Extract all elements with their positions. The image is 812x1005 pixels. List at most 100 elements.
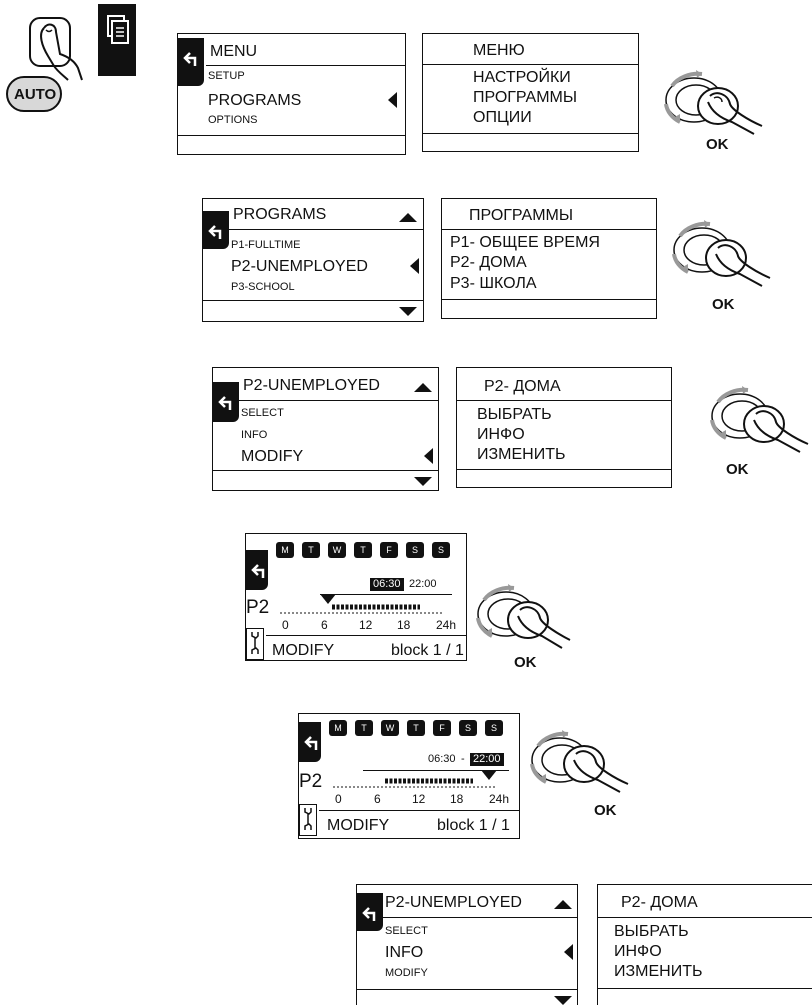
block-label: block 1 / 1 [391,643,464,659]
day-badge[interactable]: S [432,542,450,558]
divider [206,65,405,66]
day-badge[interactable]: S [406,542,424,558]
day-badge[interactable]: W [328,542,346,558]
option-item-modify[interactable]: MODIFY [385,968,428,979]
back-button[interactable] [299,722,321,762]
scroll-up-icon[interactable] [399,213,417,222]
ru-item: P3- ШКОЛА [450,276,537,292]
divider [320,594,452,595]
tick-label: 0 [335,792,342,806]
auto-button[interactable]: AUTO [6,76,62,112]
divider [423,64,638,65]
ok-label: OK [594,802,617,819]
program-item[interactable]: P2-UNEMPLOYED [231,259,368,275]
tick-label: 6 [374,792,381,806]
programs-screen: PROGRAMS P1-FULLTIME P2-UNEMPLOYED P3-SC… [202,198,424,322]
ru-title: P2- ДОМА [484,379,561,395]
selection-cursor-icon [564,944,573,960]
ru-item: ОПЦИИ [473,110,532,126]
day-badge[interactable]: T [354,542,372,558]
end-time[interactable]: 22:00 [409,579,437,590]
back-button[interactable] [357,893,383,931]
divider [319,810,519,811]
back-button[interactable] [246,550,268,590]
ru-item: ВЫБРАТЬ [477,407,552,423]
block-label: block 1 / 1 [437,818,510,834]
program-options-screen: P2-UNEMPLOYED SELECT INFO MODIFY [212,367,439,491]
menu-title: P2-UNEMPLOYED [385,895,522,911]
option-item-select[interactable]: SELECT [385,926,428,937]
menu-title: MENU [210,44,257,60]
day-badge[interactable]: W [381,720,399,736]
tick-label: 6 [321,618,328,632]
tick-label: 24h [436,618,456,632]
back-arrow-icon [216,394,236,412]
day-badge[interactable]: T [302,542,320,558]
ok-dial-icon[interactable]: OK [704,376,812,486]
scroll-down-icon[interactable] [399,307,417,316]
scroll-up-icon[interactable] [414,383,432,392]
back-button[interactable] [213,382,239,422]
divider [442,299,656,300]
day-badge[interactable]: S [485,720,503,736]
ok-label: OK [514,654,537,671]
program-label: P2 [299,772,322,791]
start-time[interactable]: 06:30 [428,754,456,765]
ru-menu-panel: МЕНЮ НАСТРОЙКИ ПРОГРАММЫ ОПЦИИ [422,33,639,152]
auto-label: AUTO [14,87,56,102]
time-separator: - [461,754,465,765]
tick-label: 12 [412,792,425,806]
divider [266,635,466,636]
timeline-bar [280,602,444,614]
back-arrow-icon [249,562,269,580]
program-item[interactable]: P1-FULLTIME [231,240,300,251]
mode-label: MODIFY [327,818,389,834]
day-badge[interactable]: T [407,720,425,736]
menu-item-options[interactable]: OPTIONS [208,115,258,126]
day-badge[interactable]: M [329,720,347,736]
divider [213,470,438,471]
day-badge[interactable]: F [380,542,398,558]
ok-label: OK [706,136,729,153]
option-item-select[interactable]: SELECT [241,408,284,419]
back-arrow-icon [360,905,380,923]
scroll-down-icon[interactable] [414,477,432,486]
option-item-info[interactable]: INFO [241,430,267,441]
ru-item: ИЗМЕНИТЬ [477,447,566,463]
ru-item: ИНФО [614,944,662,960]
scroll-down-icon[interactable] [554,996,572,1005]
day-badge[interactable]: F [433,720,451,736]
ok-dial-icon[interactable]: OK [666,210,776,320]
back-arrow-icon [302,734,322,752]
start-time[interactable]: 06:30 [370,578,404,591]
scroll-up-icon[interactable] [554,900,572,909]
ru-title: ПРОГРАММЫ [469,208,573,224]
day-badge[interactable]: S [459,720,477,736]
day-badge[interactable]: M [276,542,294,558]
tick-label: 24h [489,792,509,806]
back-arrow-icon [206,223,226,241]
option-item-info[interactable]: INFO [385,945,423,961]
menu-item-setup[interactable]: SETUP [208,71,245,82]
ok-dial-icon[interactable]: OK [658,60,768,155]
ok-dial-icon[interactable]: OK [470,574,580,674]
ru-item: НАСТРОЙКИ [473,70,571,86]
divider [239,400,438,401]
ok-dial-icon[interactable]: OK [524,720,634,820]
program-item[interactable]: P3-SCHOOL [231,282,295,293]
end-time[interactable]: 22:00 [470,753,504,766]
menu-screen: MENU SETUP PROGRAMS OPTIONS [177,33,406,155]
divider [457,400,671,401]
ru-item: P1- ОБЩЕЕ ВРЕМЯ [450,235,600,251]
divider [598,917,812,918]
divider [357,989,577,990]
ru-options-panel: P2- ДОМА ВЫБРАТЬ ИНФО ИЗМЕНИТЬ [456,367,672,488]
back-button[interactable] [203,211,229,249]
selection-cursor-icon [388,92,397,108]
day-badge[interactable]: T [355,720,373,736]
back-button[interactable] [178,38,204,86]
wrench-icon [246,628,264,660]
menu-item-programs[interactable]: PROGRAMS [208,93,301,109]
option-item-modify[interactable]: MODIFY [241,449,303,465]
divider [229,229,423,230]
